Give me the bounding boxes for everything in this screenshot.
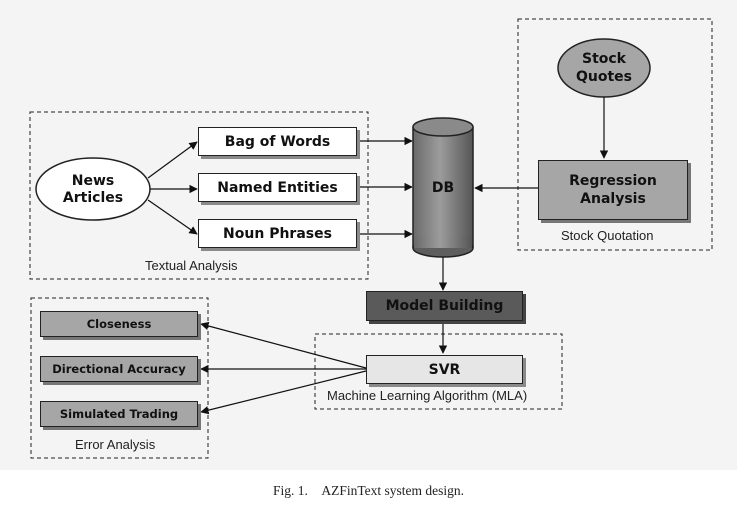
named-entities-label: Named Entities: [217, 179, 338, 196]
db-cylinder: [412, 117, 474, 258]
closeness-box: Closeness: [40, 311, 198, 337]
news-articles-label-1: News: [72, 173, 114, 189]
directional-accuracy-box: Directional Accuracy: [40, 356, 198, 382]
svr-label: SVR: [428, 361, 461, 378]
diagram-canvas: News Articles Stock Quotes DB: [29, 18, 713, 459]
svr-box: SVR: [366, 355, 523, 384]
closeness-label: Closeness: [86, 317, 152, 331]
news-articles-label-2: Articles: [63, 190, 123, 206]
arrow-news-to-noun: [147, 199, 198, 235]
bag-of-words-box: Bag of Words: [198, 127, 357, 156]
regression-analysis-label-1: Regression: [569, 173, 657, 189]
stock-quotation-group-label: Stock Quotation: [561, 228, 654, 243]
news-articles-node: [35, 157, 151, 221]
db-label: DB: [432, 180, 454, 196]
directional-accuracy-label: Directional Accuracy: [52, 362, 186, 376]
model-building-box: Model Building: [366, 291, 523, 321]
textual-analysis-group-label: Textual Analysis: [145, 258, 238, 273]
named-entities-box: Named Entities: [198, 173, 357, 202]
model-building-label: Model Building: [385, 298, 504, 314]
arrow-svr-to-closeness: [200, 321, 367, 369]
stock-quotation-group: [517, 18, 713, 251]
arrow-news-to-bag: [147, 141, 198, 179]
regression-analysis-box: Regression Analysis: [538, 160, 688, 220]
noun-phrases-box: Noun Phrases: [198, 219, 357, 248]
simulated-trading-label: Simulated Trading: [59, 407, 179, 421]
textual-analysis-group: [29, 111, 369, 280]
error-analysis-group-label: Error Analysis: [75, 437, 156, 452]
figure-caption: Fig. 1. AZFinText system design.: [272, 483, 465, 498]
stock-quotes-node: [557, 38, 651, 98]
system-design-diagram: News Articles Stock Quotes DB: [0, 0, 737, 470]
bag-of-words-label: Bag of Words: [224, 133, 331, 150]
regression-analysis-label-2: Analysis: [580, 191, 646, 207]
noun-phrases-label: Noun Phrases: [223, 225, 332, 242]
stock-quotes-label-1: Stock: [582, 51, 627, 67]
arrow-svr-to-simulated: [200, 370, 367, 415]
simulated-trading-box: Simulated Trading: [40, 401, 198, 427]
mla-group-label: Machine Learning Algorithm (MLA): [327, 388, 528, 403]
stock-quotes-label-2: Quotes: [576, 69, 632, 85]
